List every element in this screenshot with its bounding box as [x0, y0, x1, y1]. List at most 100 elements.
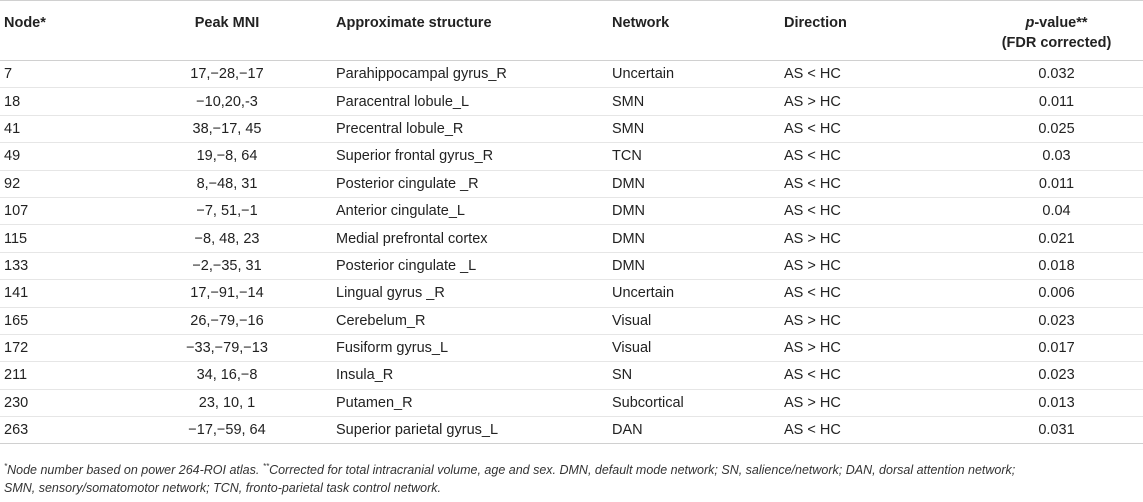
- table-row: 115 −8, 48, 23 Medial prefrontal cortex DMN…: [0, 225, 1143, 253]
- cell-peak-mni: 23, 10, 1: [198, 394, 256, 411]
- results-table: Node* Peak MNI Approximate structure Net…: [0, 0, 1143, 444]
- cell-node: 211: [4, 367, 28, 384]
- header-direction: Direction: [784, 15, 847, 31]
- cell-pvalue: 0.031: [1038, 422, 1075, 439]
- cell-pvalue: 0.011: [1038, 175, 1075, 192]
- cell-node: 141: [4, 285, 29, 302]
- cell-peak-mni: 8,−48, 31: [196, 175, 258, 192]
- cell-network: SN: [612, 367, 633, 384]
- cell-network: Subcortical: [612, 394, 684, 411]
- cell-network: Visual: [612, 312, 652, 329]
- cell-structure: Putamen_R: [336, 394, 413, 411]
- header-network: Network: [612, 15, 670, 31]
- cell-network: SMN: [612, 120, 645, 137]
- cell-pvalue: 0.04: [1042, 203, 1071, 220]
- cell-pvalue: 0.018: [1038, 257, 1075, 274]
- header-node: Node*: [4, 15, 46, 31]
- cell-pvalue: 0.021: [1038, 230, 1075, 247]
- cell-peak-mni: 38,−17, 45: [192, 120, 262, 137]
- cell-network: Uncertain: [612, 66, 675, 83]
- cell-pvalue: 0.006: [1038, 285, 1075, 302]
- header-peak-mni: Peak MNI: [194, 15, 260, 31]
- cell-direction: AS < HC: [784, 66, 841, 83]
- cell-structure: Insula_R: [336, 367, 394, 384]
- cell-pvalue: 0.023: [1038, 312, 1075, 329]
- cell-direction: AS > HC: [784, 257, 841, 274]
- cell-peak-mni: −10,20,-3: [196, 93, 258, 110]
- cell-direction: AS > HC: [784, 312, 841, 329]
- cell-direction: AS > HC: [784, 340, 841, 357]
- cell-node: 18: [4, 93, 21, 110]
- cell-direction: AS < HC: [784, 120, 841, 137]
- cell-pvalue: 0.011: [1038, 93, 1075, 110]
- cell-network: Uncertain: [612, 285, 675, 302]
- cell-structure: Posterior cingulate _R: [336, 175, 479, 192]
- table-header-row: Node* Peak MNI Approximate structure Net…: [0, 0, 1143, 61]
- results-table-container: Node* Peak MNI Approximate structure Net…: [0, 0, 1143, 444]
- cell-pvalue: 0.023: [1038, 367, 1075, 384]
- table-row: 92 8,−48, 31 Posterior cingulate _R DMN AS <…: [0, 170, 1143, 198]
- cell-structure: Posterior cingulate _L: [336, 257, 477, 274]
- cell-network: DMN: [612, 203, 646, 220]
- cell-peak-mni: 19,−8, 64: [196, 148, 258, 165]
- cell-network: SMN: [612, 93, 645, 110]
- header-pvalue: p-value**(FDR corrected): [970, 1, 1143, 61]
- cell-pvalue: 0.03: [1042, 148, 1071, 165]
- cell-node: 7: [4, 66, 13, 83]
- cell-structure: Fusiform gyrus_L: [336, 340, 449, 357]
- table-row: 133 −2,−35, 31 Posterior cingulate _L DMN AS…: [0, 252, 1143, 280]
- cell-network: DMN: [612, 230, 646, 247]
- cell-structure: Precentral lobule_R: [336, 120, 464, 137]
- cell-direction: AS < HC: [784, 148, 841, 165]
- cell-node: 165: [4, 312, 29, 329]
- cell-peak-mni: −17,−59, 64: [188, 422, 266, 439]
- cell-direction: AS < HC: [784, 203, 841, 220]
- cell-pvalue: 0.032: [1038, 66, 1075, 83]
- cell-network: DAN: [612, 422, 643, 439]
- cell-direction: AS < HC: [784, 175, 841, 192]
- table-row: 211 34, 16,−8 Insula_R SN AS < HC 0.023: [0, 362, 1143, 390]
- cell-node: 92: [4, 175, 21, 192]
- cell-peak-mni: 26,−79,−16: [190, 312, 264, 329]
- cell-node: 172: [4, 340, 29, 357]
- table-row: 18 −10,20,-3 Paracentral lobule_L SMN AS > H…: [0, 88, 1143, 116]
- header-structure: Approximate structure: [336, 15, 492, 31]
- cell-direction: AS < HC: [784, 422, 841, 439]
- cell-structure: Lingual gyrus _R: [336, 285, 445, 302]
- cell-structure: Parahippocampal gyrus_R: [336, 66, 507, 83]
- cell-structure: Superior parietal gyrus_L: [336, 422, 499, 439]
- cell-structure: Paracentral lobule_L: [336, 93, 470, 110]
- cell-network: DMN: [612, 257, 646, 274]
- cell-direction: AS > HC: [784, 93, 841, 110]
- cell-pvalue: 0.013: [1038, 394, 1075, 411]
- cell-structure: Superior frontal gyrus_R: [336, 148, 494, 165]
- header-pvalue-line2: (FDR corrected): [1001, 35, 1112, 51]
- cell-structure: Medial prefrontal cortex: [336, 230, 488, 247]
- table-row: 41 38,−17, 45 Precentral lobule_R SMN AS < H…: [0, 115, 1143, 143]
- table-row: 165 26,−79,−16 Cerebelum_R Visual AS > HC 0.0…: [0, 307, 1143, 335]
- cell-direction: AS < HC: [784, 367, 841, 384]
- cell-structure: Cerebelum_R: [336, 312, 426, 329]
- table-footnote: *Node number based on power 264-ROI atla…: [4, 458, 1139, 497]
- footnote-text-2: Corrected for total intracranial volume,…: [269, 463, 1016, 478]
- cell-network: Visual: [612, 340, 652, 357]
- cell-node: 49: [4, 148, 21, 165]
- cell-peak-mni: 34, 16,−8: [196, 367, 258, 384]
- cell-peak-mni: −7, 51,−1: [196, 203, 258, 220]
- header-pvalue-p: p: [1025, 15, 1035, 31]
- footnote-mark-2: **: [262, 462, 270, 471]
- cell-node: 115: [4, 230, 28, 247]
- cell-network: DMN: [612, 175, 646, 192]
- cell-peak-mni: −8, 48, 23: [194, 230, 260, 247]
- footnote-text-1: Node number based on power 264-ROI atlas…: [7, 463, 263, 478]
- cell-pvalue: 0.017: [1038, 340, 1075, 357]
- cell-node: 41: [4, 120, 21, 137]
- cell-node: 263: [4, 422, 29, 439]
- cell-peak-mni: −2,−35, 31: [192, 257, 262, 274]
- cell-node: 133: [4, 257, 29, 274]
- table-row: 263 −17,−59, 64 Superior parietal gyrus_L D…: [0, 417, 1143, 444]
